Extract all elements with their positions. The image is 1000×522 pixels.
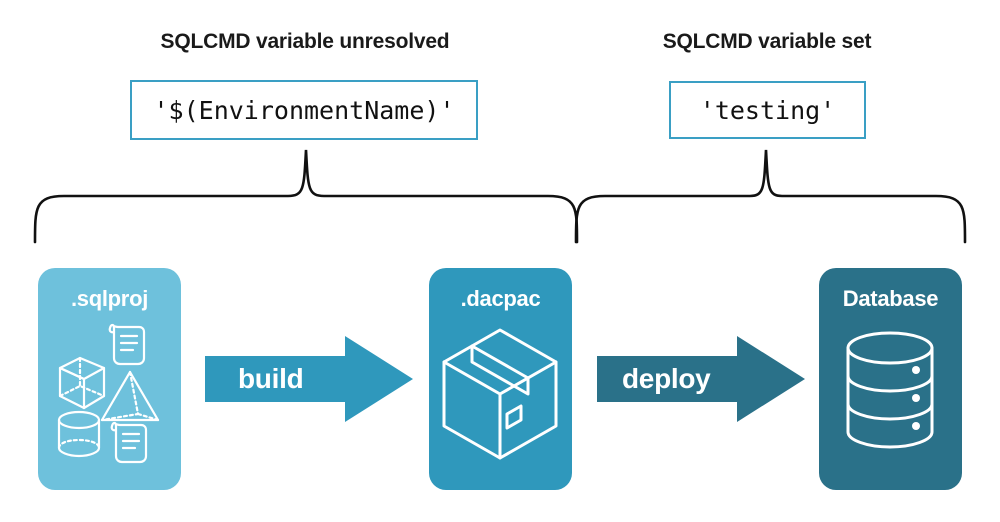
script-scroll-icon — [108, 323, 146, 366]
stage-box-dacpac[interactable]: .dacpac — [429, 268, 572, 490]
pyramid-icon — [100, 370, 160, 422]
arrow-deploy-label: deploy — [622, 363, 711, 394]
code-box-testing: 'testing' — [669, 81, 866, 139]
stage-box-dacpac-label: .dacpac — [460, 286, 541, 311]
arrow-build — [205, 334, 415, 429]
cube-icon — [58, 356, 106, 410]
heading-sqlcmd-variable-set: SQLCMD variable set — [662, 30, 872, 53]
arrow-build-label: build — [238, 363, 304, 394]
stage-box-sqlproj-label: .sqlproj — [70, 286, 149, 311]
heading-sqlcmd-variable-unresolved: SQLCMD variable unresolved — [160, 30, 450, 53]
stage-box-sqlproj[interactable]: .sqlproj — [38, 268, 181, 490]
brace-right — [560, 148, 980, 249]
database-cylinder-icon — [819, 316, 962, 481]
stage-box-database[interactable]: Database — [819, 268, 962, 490]
arrow-deploy — [597, 334, 807, 429]
sqlproj-icon-cluster — [38, 316, 181, 481]
cylinder-icon — [57, 410, 101, 458]
package-box-icon — [429, 316, 572, 481]
script-scroll-icon — [110, 421, 148, 464]
stage-box-database-label: Database — [842, 286, 939, 311]
brace-left — [20, 148, 580, 249]
code-box-environment-name: '$(EnvironmentName)' — [130, 80, 478, 140]
